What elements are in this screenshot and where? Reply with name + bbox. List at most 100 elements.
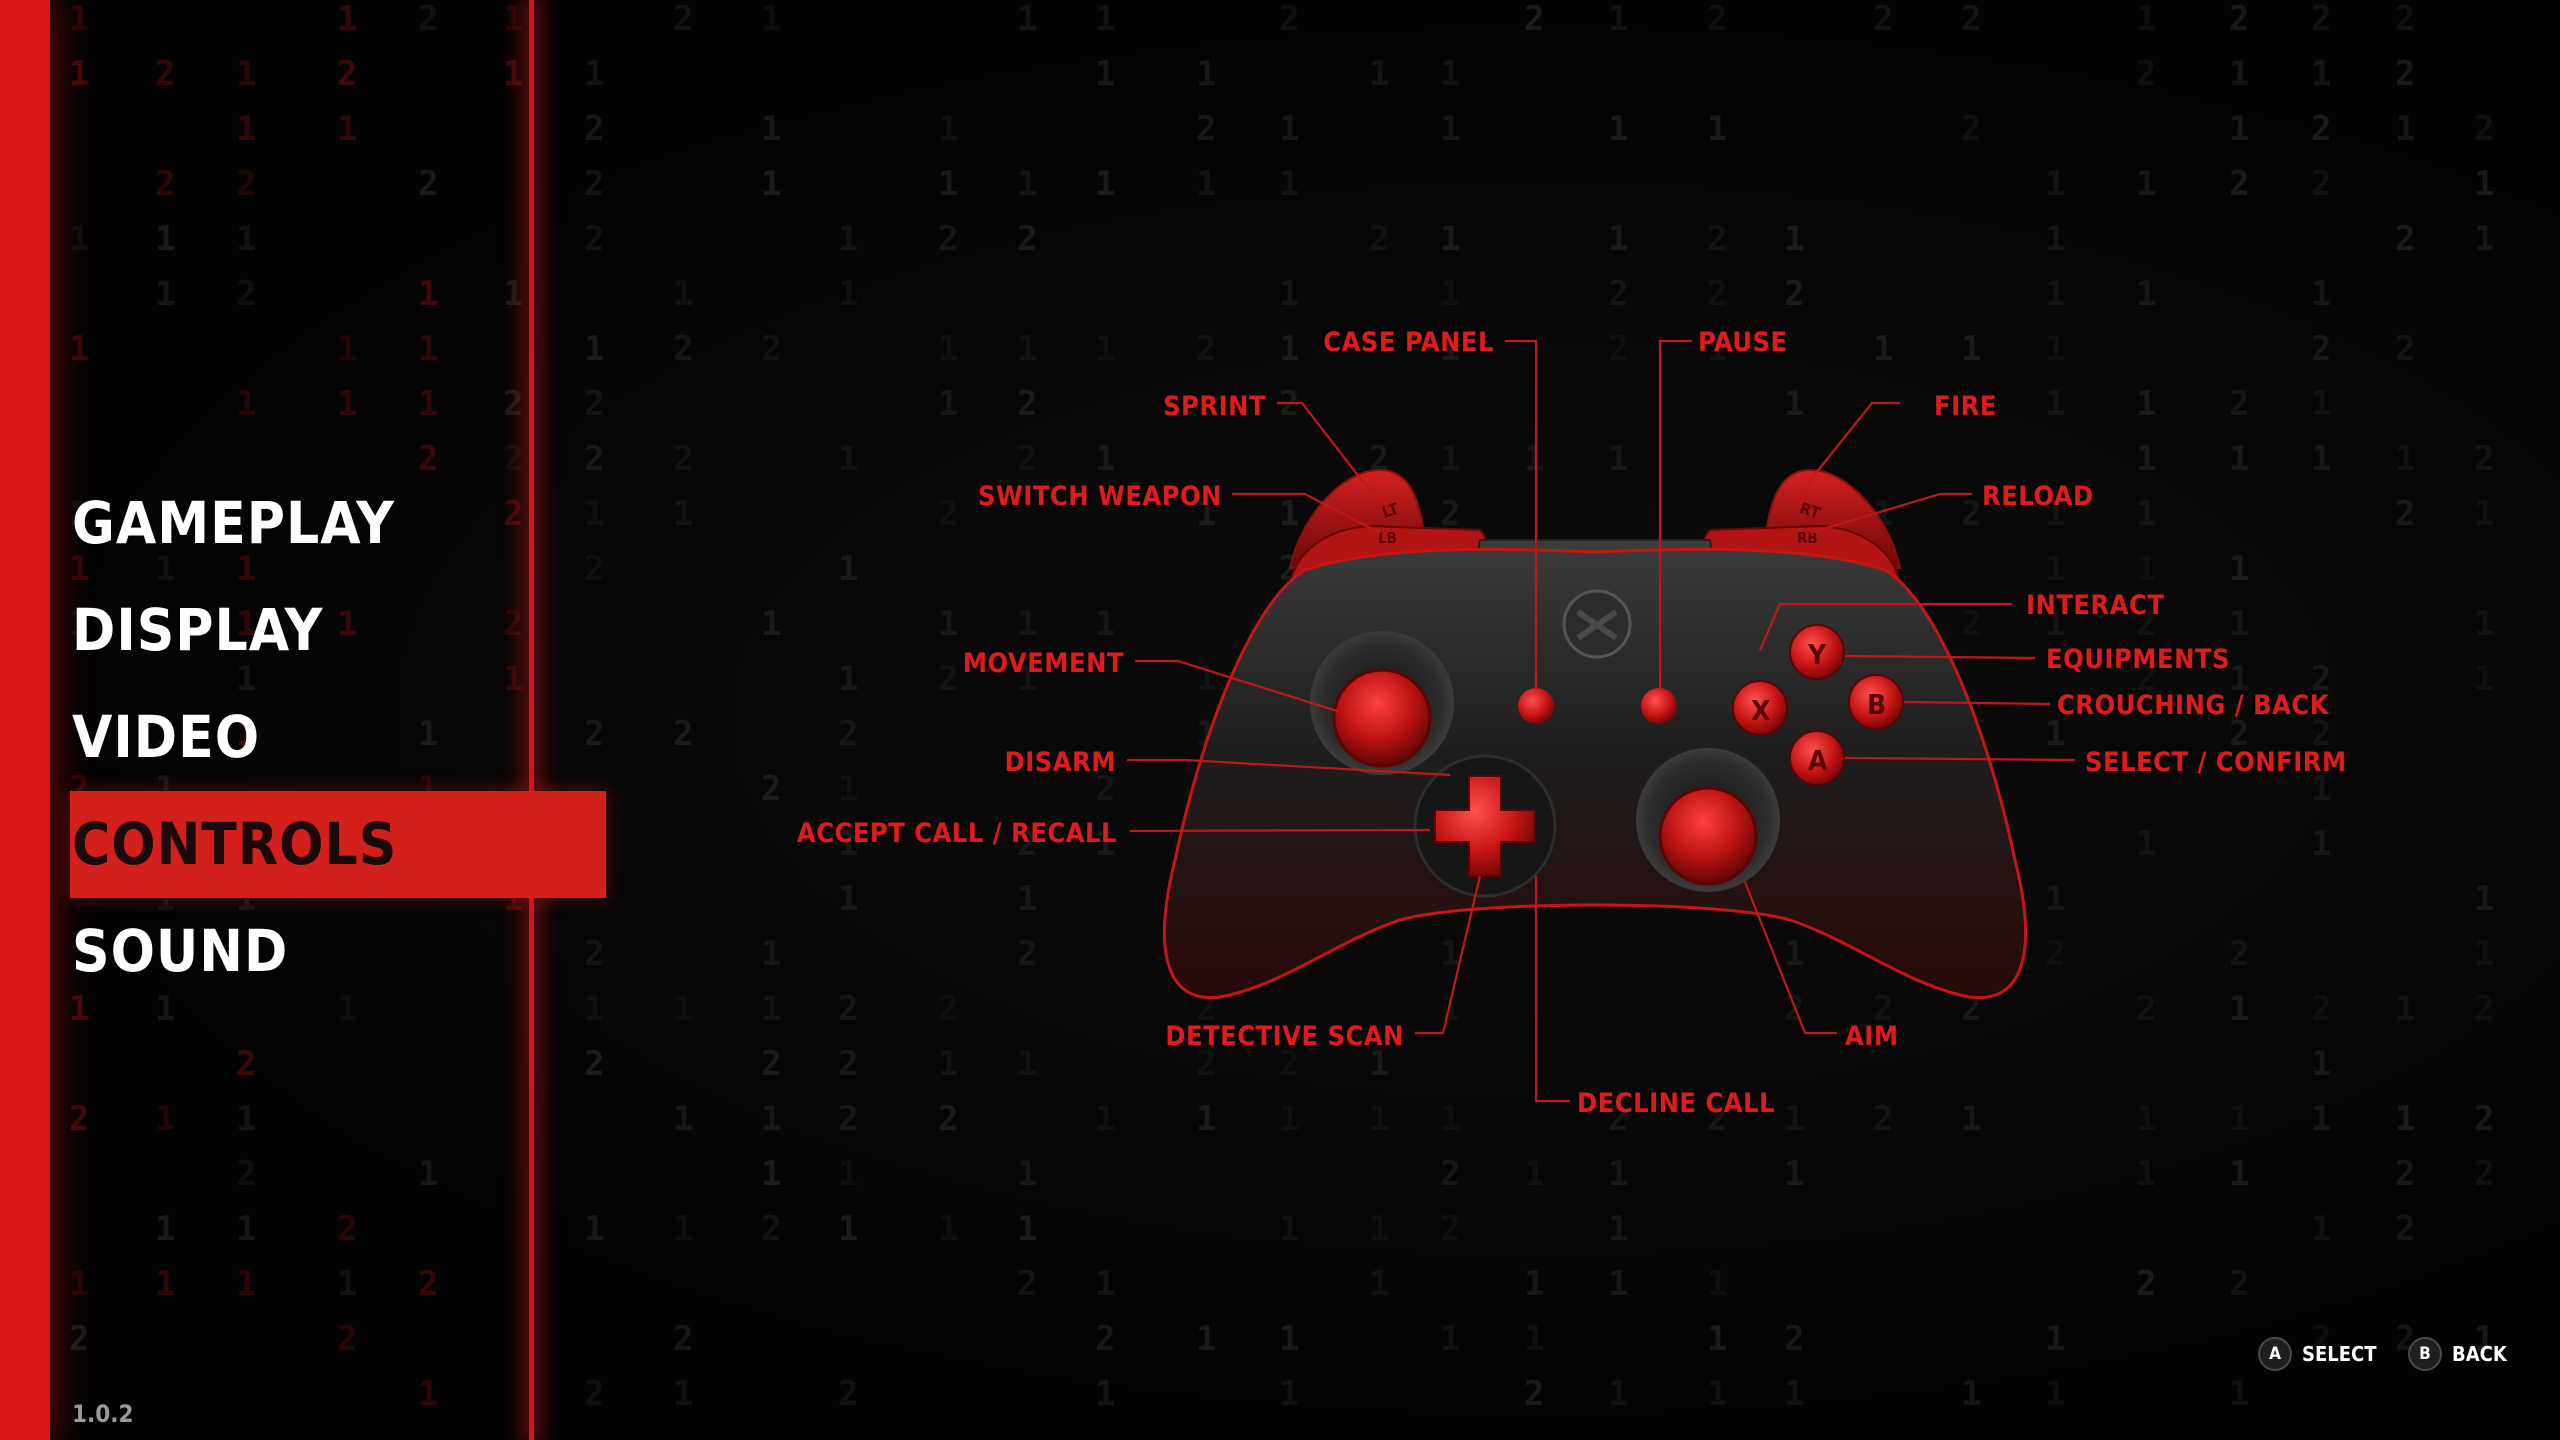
matrix-glyph: 1	[2045, 714, 2065, 754]
matrix-glyph: 1	[1369, 1264, 1389, 1304]
matrix-glyph: 1	[1524, 439, 1544, 479]
matrix-glyph: 2	[1707, 0, 1727, 39]
matrix-glyph: 2	[838, 989, 858, 1029]
matrix-glyph: 2	[2311, 109, 2331, 149]
matrix-glyph: 1	[2311, 54, 2331, 94]
matrix-glyph: 2	[761, 1044, 781, 1084]
matrix-glyph: 1	[1784, 934, 1804, 974]
rb-label: RB	[1797, 529, 1818, 547]
matrix-glyph: 2	[1017, 824, 1037, 864]
matrix-glyph: 1	[938, 329, 958, 369]
matrix-glyph: 1	[838, 1154, 858, 1194]
matrix-glyph: 2	[2136, 604, 2156, 644]
matrix-glyph: 1	[337, 109, 357, 149]
hint-select[interactable]: A SELECT	[2258, 1334, 2377, 1374]
label-switch-weapon: SWITCH WEAPON	[978, 481, 1222, 512]
hint-back[interactable]: B BACK	[2408, 1334, 2507, 1374]
matrix-glyph: 1	[1961, 329, 1981, 369]
label-interact: INTERACT	[2026, 590, 2164, 621]
label-disarm: DISARM	[1005, 747, 1116, 778]
matrix-glyph: 2	[1017, 439, 1037, 479]
menu-item-video[interactable]: VIDEO	[70, 684, 606, 791]
menu-item-gameplay[interactable]: GAMEPLAY	[70, 470, 606, 577]
matrix-glyph: 1	[1524, 1319, 1544, 1359]
matrix-glyph: 2	[2395, 1209, 2415, 1249]
matrix-glyph: 2	[1369, 439, 1389, 479]
matrix-glyph: 2	[69, 1099, 89, 1139]
matrix-glyph: 2	[1961, 494, 1981, 534]
settings-menu: GAMEPLAY DISPLAY VIDEO CONTROLS SOUND	[70, 470, 606, 1005]
matrix-glyph: 1	[1440, 1319, 1460, 1359]
matrix-glyph: 2	[337, 1319, 357, 1359]
version-label: 1.0.2	[72, 1400, 134, 1428]
matrix-glyph: 1	[155, 274, 175, 314]
matrix-glyph: 1	[2045, 1374, 2065, 1414]
matrix-glyph: 1	[2311, 1209, 2331, 1249]
matrix-glyph: 2	[1440, 1154, 1460, 1194]
matrix-glyph: 1	[1196, 164, 1216, 204]
matrix-glyph: 1	[155, 1099, 175, 1139]
label-fire: FIRE	[1934, 391, 1997, 422]
matrix-glyph: 1	[2311, 439, 2331, 479]
matrix-glyph: 2	[1707, 274, 1727, 314]
matrix-glyph: 1	[1961, 1099, 1981, 1139]
matrix-glyph: 1	[236, 1099, 256, 1139]
matrix-glyph: 1	[1440, 274, 1460, 314]
matrix-glyph: 1	[236, 714, 256, 754]
matrix-glyph: 1	[1017, 0, 1037, 39]
matrix-glyph: 1	[838, 1209, 858, 1249]
matrix-glyph: 1	[838, 439, 858, 479]
matrix-glyph: 1	[2395, 109, 2415, 149]
menu-item-display[interactable]: DISPLAY	[70, 577, 606, 684]
matrix-glyph: 1	[2395, 1099, 2415, 1139]
matrix-glyph: 2	[1017, 384, 1037, 424]
matrix-glyph: 1	[1017, 659, 1037, 699]
menu-item-label: SOUND	[72, 917, 289, 985]
matrix-glyph: 2	[2229, 934, 2249, 974]
matrix-glyph: 2	[2136, 1264, 2156, 1304]
matrix-glyph: 1	[1608, 439, 1628, 479]
matrix-glyph: 1	[673, 989, 693, 1029]
matrix-glyph: 2	[938, 494, 958, 534]
matrix-glyph: 2	[2395, 329, 2415, 369]
matrix-glyph: 2	[2395, 0, 2415, 39]
matrix-glyph: 1	[673, 1374, 693, 1414]
matrix-glyph: 1	[1095, 439, 1115, 479]
matrix-glyph: 1	[1524, 1264, 1544, 1304]
matrix-glyph: 1	[2474, 934, 2494, 974]
matrix-glyph: 1	[1196, 494, 1216, 534]
matrix-glyph: 2	[2311, 989, 2331, 1029]
matrix-glyph: 1	[2045, 164, 2065, 204]
matrix-glyph: 1	[1369, 1099, 1389, 1139]
matrix-glyph: 1	[1440, 439, 1460, 479]
matrix-glyph: 2	[1196, 1044, 1216, 1084]
matrix-glyph: 1	[1279, 109, 1299, 149]
a-button-icon: A	[2258, 1337, 2292, 1371]
matrix-glyph: 1	[673, 274, 693, 314]
matrix-glyph: 1	[236, 1209, 256, 1249]
leader-lines	[1127, 339, 2076, 1103]
matrix-glyph: 2	[761, 1209, 781, 1249]
matrix-glyph: 1	[838, 549, 858, 589]
menu-item-label: VIDEO	[72, 703, 261, 771]
matrix-glyph: 1	[584, 54, 604, 94]
matrix-glyph: 1	[838, 769, 858, 809]
menu-item-controls[interactable]: CONTROLS	[70, 791, 606, 898]
matrix-glyph: 2	[1369, 219, 1389, 259]
label-case-panel: CASE PANEL	[1323, 327, 1494, 358]
matrix-glyph: 1	[69, 329, 89, 369]
matrix-glyph: 1	[418, 329, 438, 369]
matrix-glyph: 1	[155, 1209, 175, 1249]
matrix-glyph: 1	[418, 384, 438, 424]
matrix-glyph: 1	[2229, 439, 2249, 479]
menu-item-label: CONTROLS	[72, 810, 398, 878]
matrix-glyph: 1	[2136, 384, 2156, 424]
matrix-glyph: 2	[2311, 164, 2331, 204]
label-equipments: EQUIPMENTS	[2046, 644, 2230, 675]
menu-item-sound[interactable]: SOUND	[70, 898, 606, 1005]
matrix-glyph: 1	[2045, 549, 2065, 589]
matrix-glyph: 2	[1440, 494, 1460, 534]
matrix-glyph: 1	[503, 274, 523, 314]
matrix-glyph: 1	[2311, 824, 2331, 864]
matrix-glyph: 1	[69, 989, 89, 1029]
